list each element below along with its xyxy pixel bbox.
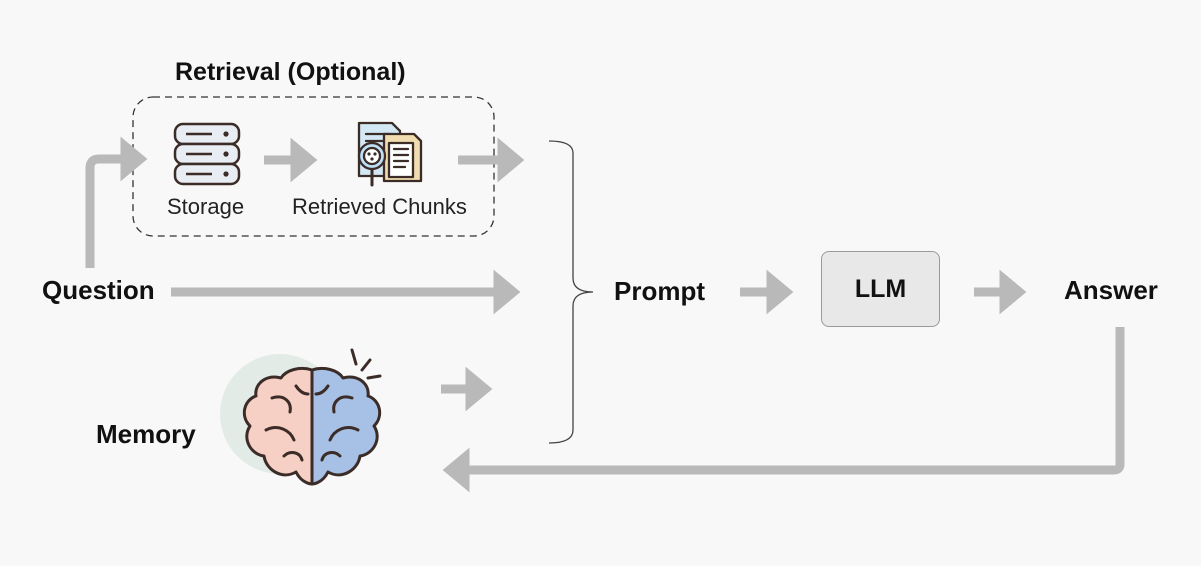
brain-icon <box>220 348 382 486</box>
memory-label: Memory <box>96 419 196 449</box>
answer-label: Answer <box>1064 275 1158 305</box>
arrow-question-to-storage <box>85 136 148 268</box>
storage-label: Storage <box>167 194 245 219</box>
retrieved-chunks-label: Retrieved Chunks <box>292 194 467 219</box>
input-brace <box>548 140 594 444</box>
question-label: Question <box>42 275 155 305</box>
arrow-answer-to-memory <box>442 327 1125 493</box>
storage-icon <box>173 122 241 186</box>
llm-label: LLM <box>854 274 907 303</box>
prompt-label: Prompt <box>614 276 705 306</box>
llm-box: LLM <box>821 251 940 327</box>
retrieval-group-box <box>132 96 495 237</box>
retrieval-title: Retrieval (Optional) <box>175 58 406 86</box>
retrieved-chunks-icon <box>357 121 423 187</box>
